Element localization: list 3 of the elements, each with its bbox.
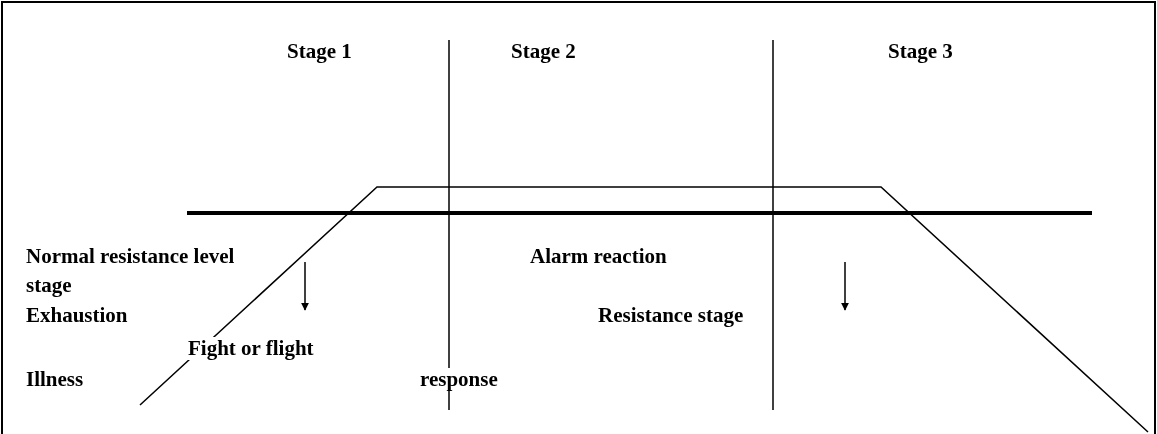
stage-label: response xyxy=(419,368,499,392)
stage-label: Fight or flight xyxy=(187,337,315,361)
stage-label: Resistance stage xyxy=(597,304,745,328)
